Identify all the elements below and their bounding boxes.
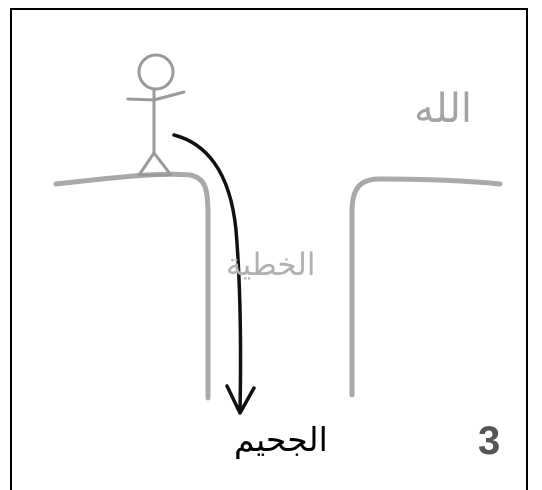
god-label: الله	[414, 86, 472, 132]
stick-figure	[128, 55, 184, 175]
left-cliff	[56, 174, 208, 398]
right-cliff	[352, 179, 500, 395]
sin-label: الخطية	[226, 247, 315, 283]
figure-head	[139, 55, 173, 89]
step-number: 3	[478, 419, 500, 464]
hell-label: الجحيم	[234, 420, 328, 459]
figure-arms	[128, 92, 184, 100]
figure-legs	[139, 153, 171, 175]
